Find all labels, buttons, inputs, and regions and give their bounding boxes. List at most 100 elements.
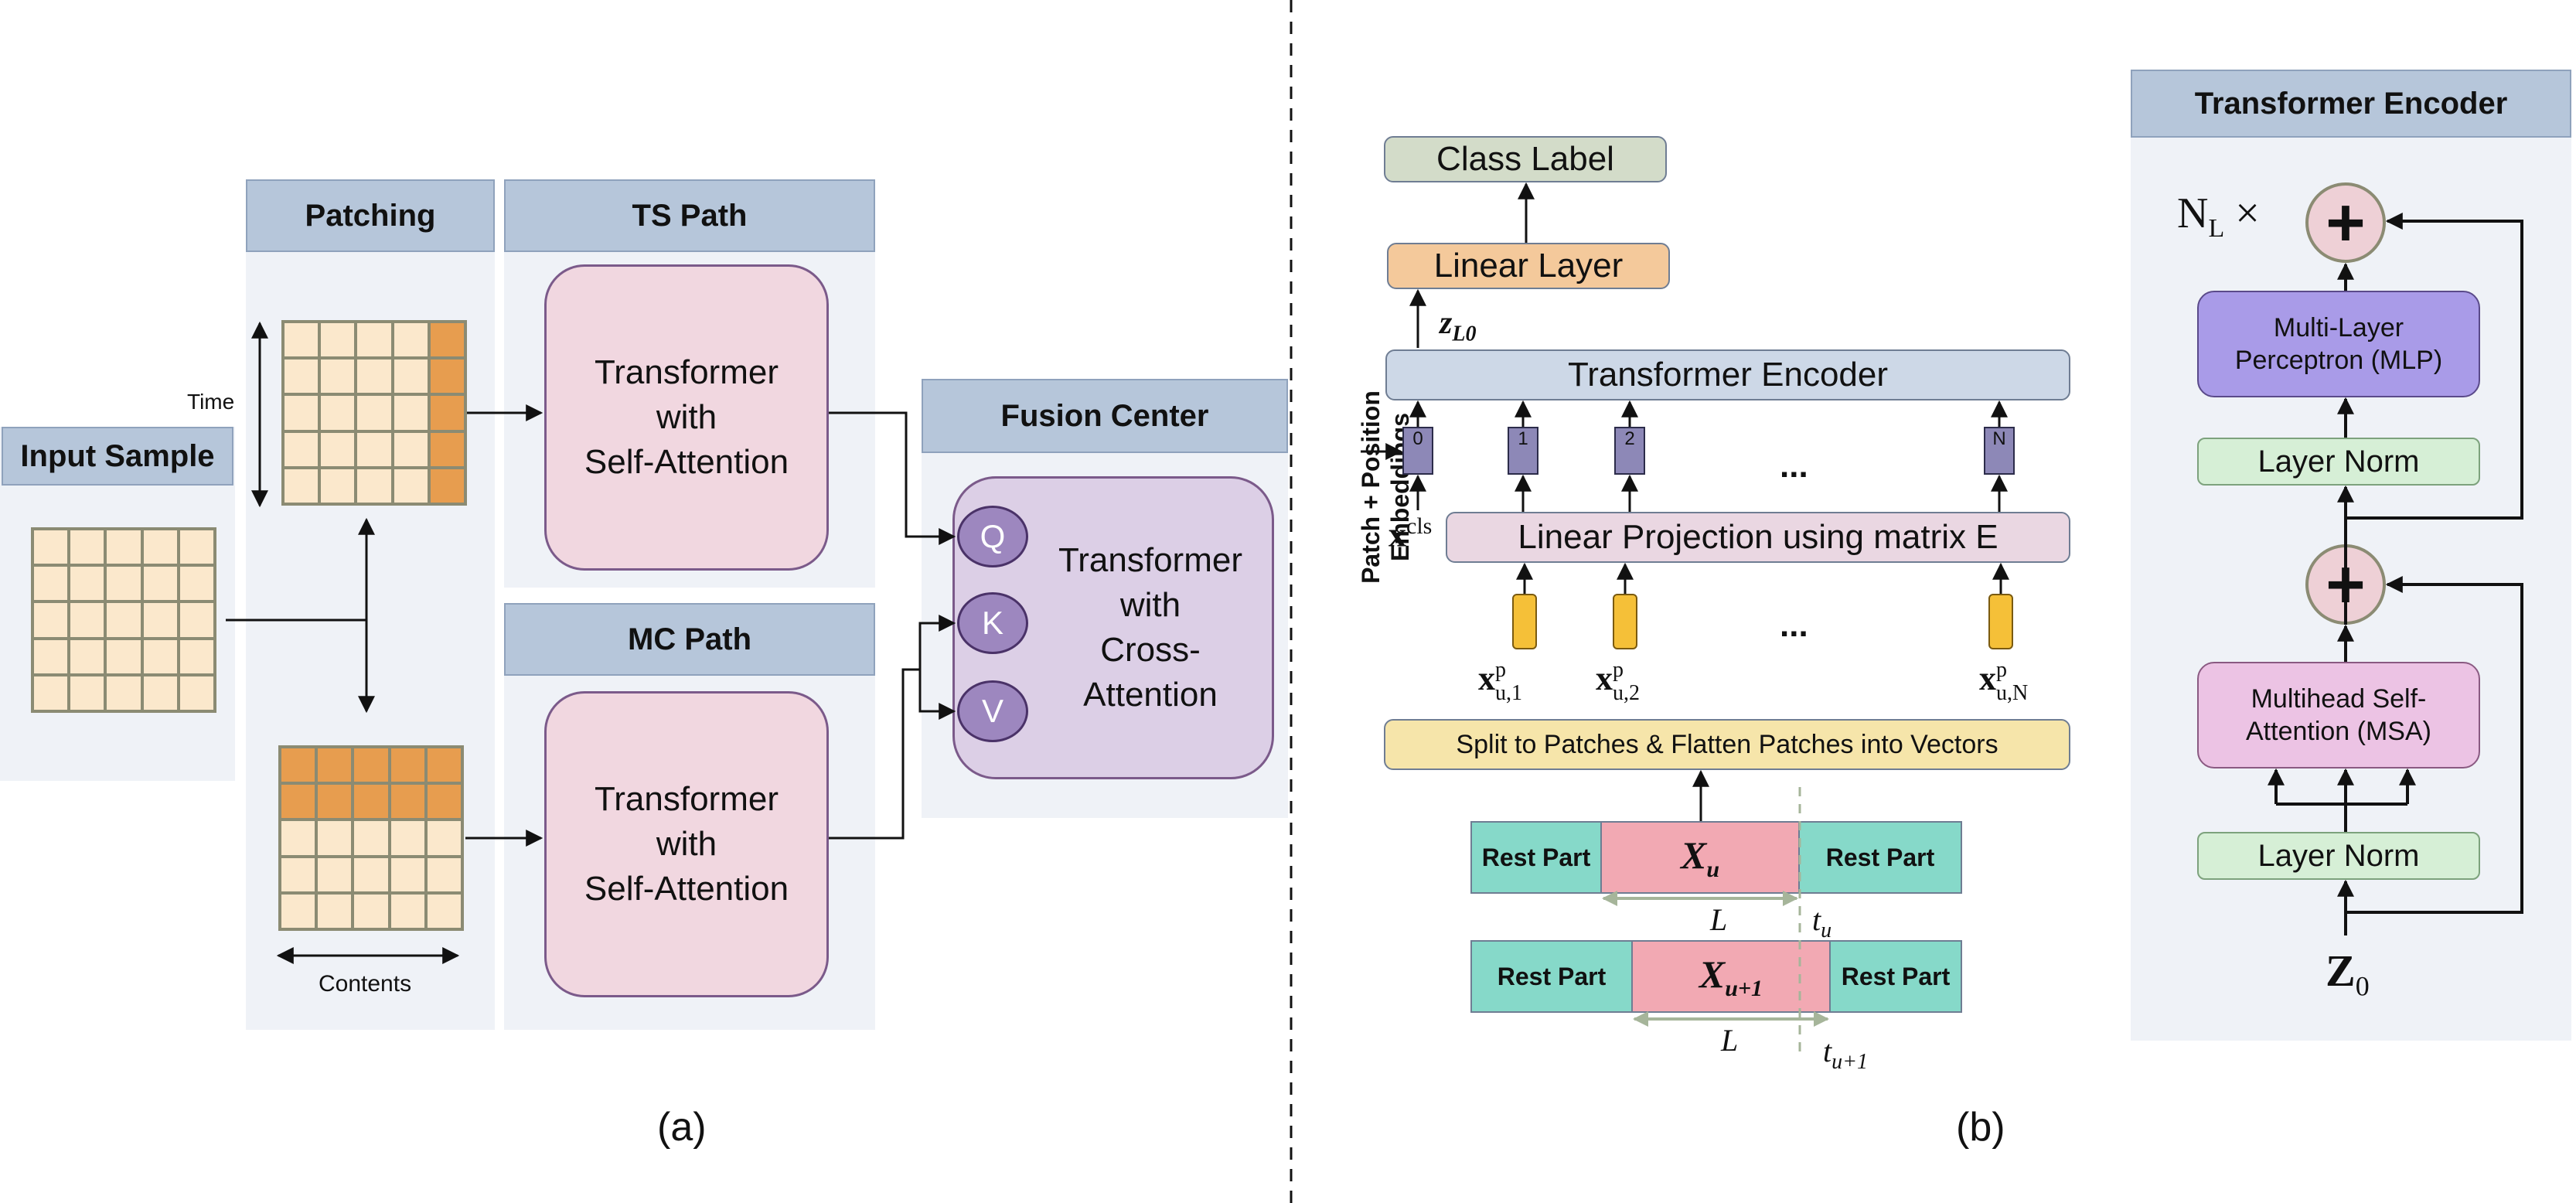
grid-cell: [428, 358, 465, 395]
grid-cell: [425, 820, 462, 857]
grid-cell: [428, 431, 465, 468]
embeddings-label: Patch + Position Embeddings: [1357, 390, 1414, 584]
grid-cell: [141, 565, 179, 602]
grid-cell: [316, 747, 353, 784]
grid-cell: [428, 467, 465, 504]
grid-cell: [425, 892, 462, 929]
grid-cell: [356, 358, 393, 395]
grid-cell: [428, 394, 465, 431]
grid-cell: [316, 892, 353, 929]
input-sample-grid: [31, 527, 216, 713]
grid-cell: [105, 674, 142, 711]
grid-cell: [32, 529, 70, 566]
grid-cell: [428, 322, 465, 359]
window-segment-u1: Xu+1: [1631, 940, 1831, 1013]
embedding-token-n: N: [1984, 427, 2015, 475]
grid-cell: [319, 431, 356, 468]
input-sample-header: Input Sample: [2, 427, 233, 486]
patch-vector-1: [1512, 594, 1537, 649]
grid-cell: [356, 467, 393, 504]
grid-cell: [319, 394, 356, 431]
mc-path-header: MC Path: [504, 603, 875, 676]
grid-cell: [316, 783, 353, 820]
grid-cell: [32, 565, 70, 602]
grid-cell: [141, 529, 179, 566]
length-label-u: L: [1710, 902, 1728, 937]
grid-cell: [389, 820, 426, 857]
grid-cell: [69, 674, 106, 711]
grid-cell: [356, 394, 393, 431]
t-u1-label: tu+1: [1823, 1034, 1869, 1074]
grid-cell: [32, 674, 70, 711]
time-label: Time: [187, 390, 235, 414]
z0-label: Z0: [2326, 946, 2370, 1002]
grid-cell: [316, 856, 353, 893]
fusion-center-header: Fusion Center: [922, 379, 1288, 453]
grid-cell: [178, 565, 215, 602]
grid-cell: [392, 431, 429, 468]
grid-cell: [280, 856, 317, 893]
rest-part-left-u1: Rest Part: [1470, 940, 1633, 1013]
length-label-u1: L: [1721, 1023, 1739, 1058]
grid-cell: [356, 322, 393, 359]
grid-cell: [389, 747, 426, 784]
grid-cell: [141, 674, 179, 711]
layer-repeat-label: NL ×: [2177, 189, 2260, 244]
contents-label: Contents: [319, 971, 412, 997]
grid-cell: [392, 394, 429, 431]
layer-norm-bottom: Layer Norm: [2197, 832, 2480, 880]
time-patch-grid: [281, 320, 467, 506]
grid-cell: [389, 892, 426, 929]
grid-cell: [392, 467, 429, 504]
grid-cell: [141, 602, 179, 639]
grid-cell: [283, 322, 320, 359]
embedding-ellipsis: ...: [1780, 447, 1808, 485]
patch-vector-2: [1613, 594, 1637, 649]
grid-cell: [178, 638, 215, 675]
grid-cell: [69, 638, 106, 675]
transformer-encoder-box: Transformer Encoder: [1385, 349, 2070, 400]
grid-cell: [283, 394, 320, 431]
grid-cell: [425, 747, 462, 784]
grid-cell: [141, 638, 179, 675]
grid-cell: [280, 747, 317, 784]
window-segment-u: Xu: [1600, 821, 1800, 894]
grid-cell: [69, 602, 106, 639]
residual-add-top: +: [2305, 182, 2386, 263]
rest-part-left-u: Rest Part: [1470, 821, 1602, 894]
embedding-token-1: 1: [1508, 427, 1538, 475]
grid-cell: [178, 674, 215, 711]
patch-vector-n: [1988, 594, 2013, 649]
patch-ellipsis: ...: [1780, 606, 1808, 644]
patching-header: Patching: [246, 179, 495, 252]
grid-cell: [32, 638, 70, 675]
encoder-detail-header: Transformer Encoder: [2131, 70, 2571, 138]
grid-cell: [105, 638, 142, 675]
value-node: V: [957, 680, 1028, 742]
grid-cell: [280, 783, 317, 820]
embedding-token-2: 2: [1614, 427, 1645, 475]
caption-b: (b): [1956, 1105, 2005, 1150]
ts-transformer-block: Transformer with Self-Attention: [544, 264, 829, 571]
grid-cell: [69, 529, 106, 566]
grid-cell: [389, 856, 426, 893]
layer-norm-top: Layer Norm: [2197, 438, 2480, 486]
grid-cell: [425, 856, 462, 893]
t-u-label: tu: [1812, 902, 1832, 942]
grid-cell: [319, 322, 356, 359]
linear-projection-box: Linear Projection using matrix E: [1446, 512, 2070, 563]
grid-cell: [392, 322, 429, 359]
grid-cell: [319, 467, 356, 504]
query-node: Q: [957, 506, 1028, 567]
grid-cell: [283, 358, 320, 395]
grid-cell: [105, 565, 142, 602]
grid-cell: [280, 820, 317, 857]
grid-cell: [280, 892, 317, 929]
grid-cell: [69, 565, 106, 602]
residual-add-bottom: +: [2305, 544, 2386, 625]
grid-cell: [356, 431, 393, 468]
rest-part-right-u: Rest Part: [1798, 821, 1962, 894]
